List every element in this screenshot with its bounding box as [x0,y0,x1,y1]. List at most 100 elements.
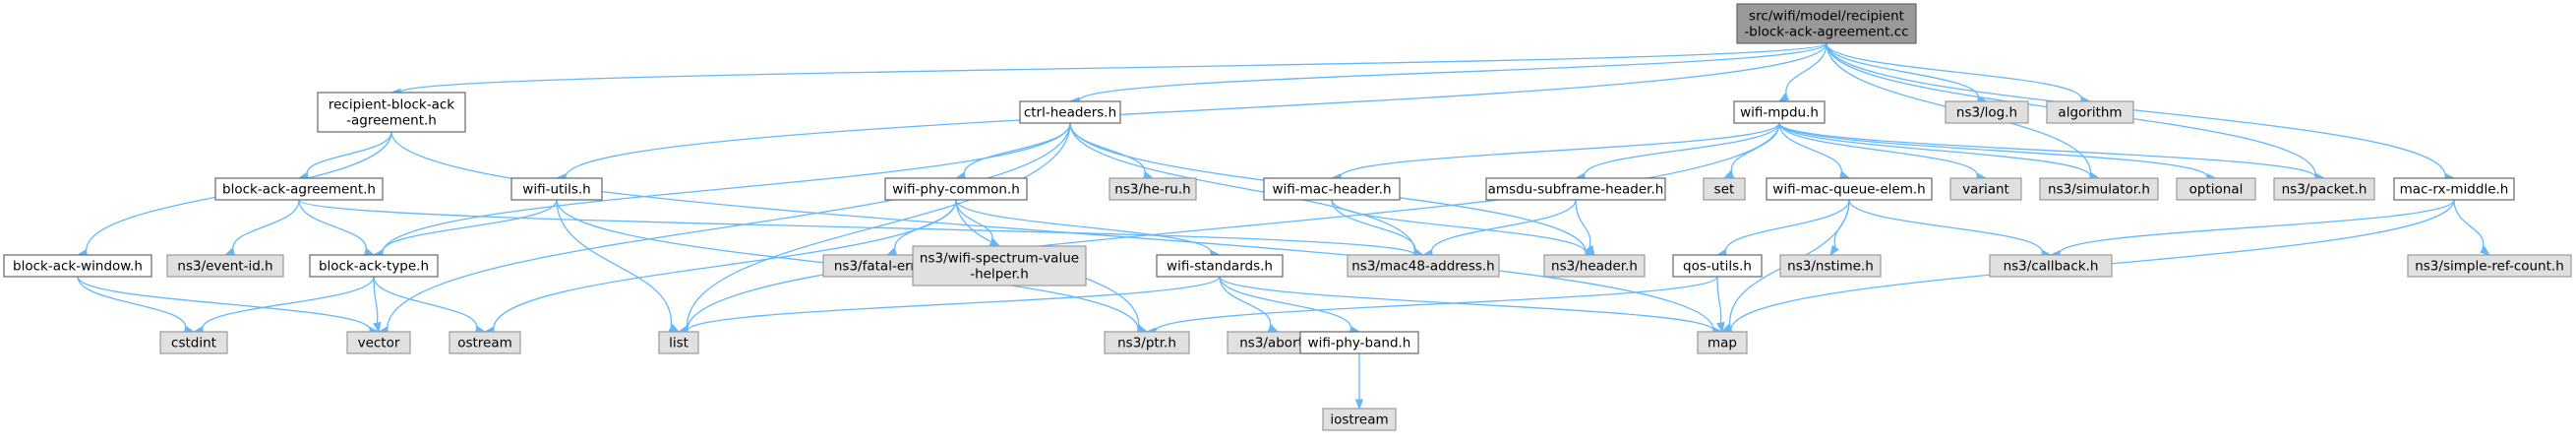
node-label: ns3/wifi-spectrum-value [920,251,1079,267]
node-rbaa[interactable]: recipient-block-ack-agreement.h [317,92,466,133]
node-label: list [669,336,689,351]
node-macrx[interactable]: mac-rx-middle.h [2393,177,2515,201]
node-label: ns3/nstime.h [1787,259,1874,275]
node-label: wifi-phy-band.h [1308,336,1411,351]
node-box [166,254,284,278]
node-label: ns3/abort.h [1239,336,1316,351]
node-map: map [1697,331,1748,354]
node-box [1945,100,2029,124]
node-cstdint: cstdint [159,331,228,354]
node-callback: ns3/callback.h [1989,254,2113,278]
node-label: ns3/header.h [1551,259,1638,275]
node-header: ns3/header.h [1543,254,1646,278]
edge-macheader-to-header [1331,199,1596,259]
node-label: optional [2189,182,2244,198]
edge-rbaa-to-map [390,131,1724,336]
node-box [2176,177,2256,201]
edge-amsdu-to-header [1575,199,1595,257]
edge-baw-to-cstdint [77,276,196,334]
edge-baw-to-vector [77,276,381,336]
edge-baa-to-mac48 [298,199,1425,259]
node-eventid: ns3/event-id.h [166,254,284,278]
node-mac48: ns3/mac48-address.h [1347,254,1500,278]
node-box [1949,177,2022,201]
node-label: amsdu-subframe-header.h [1488,182,1664,198]
edge-wifimpdu-to-macheader [1330,122,1780,182]
node-phyband[interactable]: wifi-phy-band.h [1299,331,1419,354]
node-box [2046,100,2134,124]
node-label: wifi-phy-common.h [892,182,1020,198]
node-baw[interactable]: block-ack-window.h [3,254,152,278]
node-macheader[interactable]: wifi-mac-header.h [1263,177,1401,201]
node-label: recipient-block-ack [329,97,454,113]
node-standards[interactable]: wifi-standards.h [1156,254,1284,278]
node-box [1019,100,1121,124]
node-box [1989,254,2113,278]
node-root[interactable]: src/wifi/model/recipient-block-ack-agree… [1736,3,1917,44]
node-box [449,331,521,354]
node-label: wifi-standards.h [1167,259,1273,275]
node-ctrl[interactable]: ctrl-headers.h [1019,100,1121,124]
node-label: ns3/he-ru.h [1114,182,1190,198]
node-list: list [658,331,699,354]
node-box [510,177,603,201]
node-label: wifi-mac-header.h [1272,182,1391,198]
node-box [912,245,1087,286]
node-box [1779,254,1882,278]
node-ptr: ns3/ptr.h [1104,331,1190,354]
node-box [1104,331,1190,354]
node-box [1485,177,1666,201]
node-label: ns3/callback.h [2004,259,2099,275]
node-qosutils[interactable]: qos-utils.h [1672,254,1763,278]
node-label: ns3/ptr.h [1117,336,1176,351]
edge-root-to-algorithm [1826,42,2092,105]
node-baa[interactable]: block-ack-agreement.h [214,177,384,201]
edge-amsdu-to-mac48 [1421,199,1577,258]
node-label: ns3/mac48-address.h [1351,259,1495,275]
node-box [346,331,411,354]
node-label: ns3/packet.h [2282,182,2367,198]
node-box [1108,177,1197,201]
node-label: variant [1962,182,2009,198]
node-heru: ns3/he-ru.h [1108,177,1197,201]
node-ostream: ostream [449,331,521,354]
edge-standards-to-abort [1219,276,1280,333]
node-box [214,177,384,201]
edge-rbaa-to-baa [297,131,392,180]
node-queueelem[interactable]: wifi-mac-queue-elem.h [1766,177,1933,201]
node-label: ns3/event-id.h [177,259,272,275]
node-batype[interactable]: block-ack-type.h [309,254,439,278]
edge-ctrl-to-vector [377,122,1071,335]
edge-queueelem-to-callback [1848,199,2053,258]
node-label: ctrl-headers.h [1024,105,1116,121]
node-phycommon[interactable]: wifi-phy-common.h [884,177,1028,201]
edge-root-to-macrx [1826,42,2456,182]
node-nstime: ns3/nstime.h [1779,254,1882,278]
node-label: ns3/simulator.h [2048,182,2150,198]
node-box [309,254,439,278]
node-iostream: iostream [1322,408,1397,431]
node-label: ostream [457,336,512,351]
node-label: mac-rx-middle.h [2400,182,2509,198]
node-label: -block-ack-agreement.cc [1744,25,1908,40]
edge-wifimpdu-to-simulator [1778,122,2101,182]
edge-wifiutils-to-batype [372,199,558,258]
node-box [1263,177,1401,201]
node-box [1733,100,1826,124]
node-amsdu[interactable]: amsdu-subframe-header.h [1485,177,1666,201]
node-label: -helper.h [970,267,1029,283]
node-box [2393,177,2515,201]
node-box [317,92,466,133]
node-label: cstdint [171,336,216,351]
node-label: vector [358,336,400,351]
edge-wifimpdu-to-optional [1778,122,2218,182]
edge-wifimpdu-to-packet [1778,122,2326,182]
node-box [1322,408,1397,431]
node-wifiutils[interactable]: wifi-utils.h [510,177,603,201]
edge-macheader-to-mac48 [1331,199,1425,257]
node-box [884,177,1028,201]
edge-phyband-to-iostream [1354,353,1364,411]
node-wifimpdu[interactable]: wifi-mpdu.h [1733,100,1826,124]
node-box [1347,254,1500,278]
node-label: src/wifi/model/recipient [1749,9,1904,25]
